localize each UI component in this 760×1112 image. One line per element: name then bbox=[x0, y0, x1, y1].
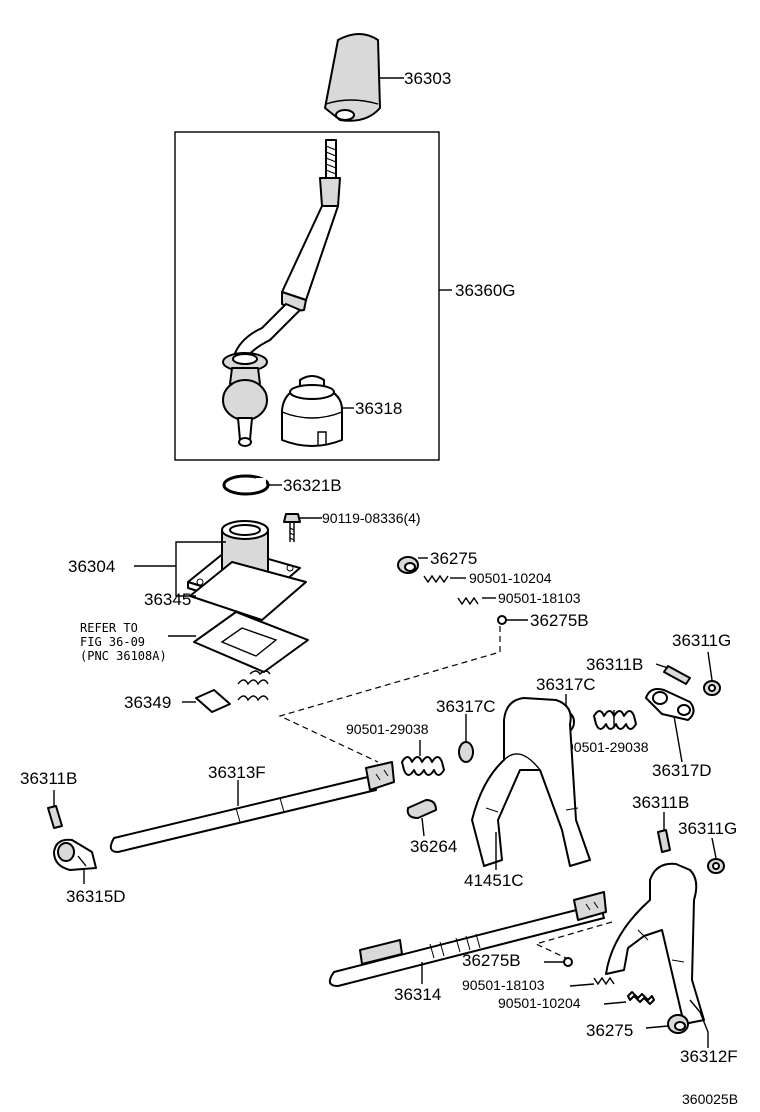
pin-left bbox=[47, 805, 63, 829]
label-36275B-top: 36275B bbox=[530, 611, 589, 630]
shift-head-bracket bbox=[645, 688, 695, 721]
label-36360G: 36360G bbox=[455, 281, 516, 300]
label-36311G-top: 36311G bbox=[672, 631, 731, 650]
shift-fork-lower bbox=[605, 862, 705, 1025]
label-36312F: 36312F bbox=[680, 1047, 738, 1066]
label-90501-18103-top: 90501-18103 bbox=[498, 590, 581, 606]
bolt bbox=[283, 513, 301, 542]
leader-36264 bbox=[421, 817, 425, 837]
lever-assembly-box bbox=[174, 131, 440, 461]
leader-36311G-top bbox=[707, 651, 713, 681]
label-36313F: 36313F bbox=[208, 763, 266, 782]
lever-seat bbox=[281, 375, 343, 447]
nut-top-right-hole bbox=[708, 684, 716, 692]
leader-90501-10204-bottom bbox=[603, 1001, 627, 1005]
label-36314: 36314 bbox=[394, 985, 441, 1004]
shift-fork-upper bbox=[471, 697, 591, 867]
spring-bottom-2 bbox=[627, 991, 655, 1005]
label-90501-29038-left: 90501-29038 bbox=[346, 721, 429, 737]
leader-36345 bbox=[134, 565, 196, 597]
alignment-dash-top bbox=[278, 626, 501, 763]
shift-knob bbox=[324, 33, 381, 122]
label-36311B-left: 36311B bbox=[20, 769, 77, 788]
label-36303: 36303 bbox=[404, 69, 451, 88]
label-36318: 36318 bbox=[355, 399, 402, 418]
shift-rail-upper bbox=[109, 761, 395, 853]
note-line-1: REFER TO bbox=[80, 621, 138, 635]
pin-mid bbox=[657, 829, 671, 853]
plug-top bbox=[397, 556, 419, 574]
label-36275B-bottom: 36275B bbox=[462, 951, 521, 970]
label-36345: 36345 bbox=[144, 590, 191, 609]
spring-top-2 bbox=[457, 596, 479, 606]
label-90501-10204-bottom: 90501-10204 bbox=[498, 995, 581, 1011]
spring-bottom-1 bbox=[593, 976, 615, 986]
label-36311B-top: 36311B bbox=[586, 655, 643, 674]
leader-36312F bbox=[689, 999, 709, 1048]
label-36317C-right: 36317C bbox=[536, 675, 596, 694]
nut-mid-hole bbox=[712, 862, 720, 870]
figure-code: 360025B bbox=[682, 1091, 738, 1107]
washer-left bbox=[458, 741, 474, 763]
leader-36311B-top bbox=[655, 663, 669, 669]
alignment-dash-bottom bbox=[534, 921, 613, 959]
label-36264: 36264 bbox=[410, 837, 457, 856]
leader-36304 bbox=[175, 541, 226, 566]
leader-36275-bottom bbox=[645, 1025, 669, 1029]
shift-lever bbox=[222, 139, 341, 447]
note-line-3: (PNC 36108A) bbox=[80, 649, 167, 663]
label-36317C-left: 36317C bbox=[436, 697, 496, 716]
label-90119: 90119-08336(4) bbox=[322, 510, 421, 526]
spring-left bbox=[401, 756, 445, 776]
shift-rail-lower bbox=[328, 891, 607, 987]
spring-right bbox=[593, 710, 637, 730]
label-36349: 36349 bbox=[124, 693, 171, 712]
note-line-2: FIG 36-09 bbox=[80, 635, 145, 649]
label-36315D: 36315D bbox=[66, 887, 126, 906]
plug-bottom bbox=[667, 1014, 689, 1034]
label-90501-10204-top: 90501-10204 bbox=[469, 570, 552, 586]
label-36321B: 36321B bbox=[283, 476, 342, 495]
label-90501-29038-right: 90501-29038 bbox=[566, 739, 649, 755]
leader-90501-18103-bottom bbox=[569, 983, 595, 987]
snap-ring bbox=[222, 474, 270, 496]
spring-clip bbox=[195, 670, 271, 713]
leader-36317D bbox=[673, 715, 683, 763]
pin-top-right bbox=[663, 665, 691, 685]
label-90501-18103-bottom: 90501-18103 bbox=[462, 977, 545, 993]
label-36311G-mid: 36311G bbox=[678, 819, 737, 838]
interlock-pin bbox=[406, 799, 437, 819]
label-36275-top: 36275 bbox=[430, 549, 477, 568]
label-41451C: 41451C bbox=[464, 871, 524, 890]
label-36317D: 36317D bbox=[652, 761, 712, 780]
spring-top-1 bbox=[423, 574, 449, 584]
leader-36311G-mid bbox=[711, 837, 717, 859]
shift-head bbox=[53, 838, 97, 871]
detent-ball-bottom bbox=[563, 957, 573, 967]
label-36304: 36304 bbox=[68, 557, 115, 576]
label-36275-bottom: 36275 bbox=[586, 1021, 633, 1040]
label-36311B-mid: 36311B bbox=[632, 793, 689, 812]
transmission-gasket bbox=[193, 611, 309, 673]
detent-ball-top bbox=[497, 615, 507, 625]
